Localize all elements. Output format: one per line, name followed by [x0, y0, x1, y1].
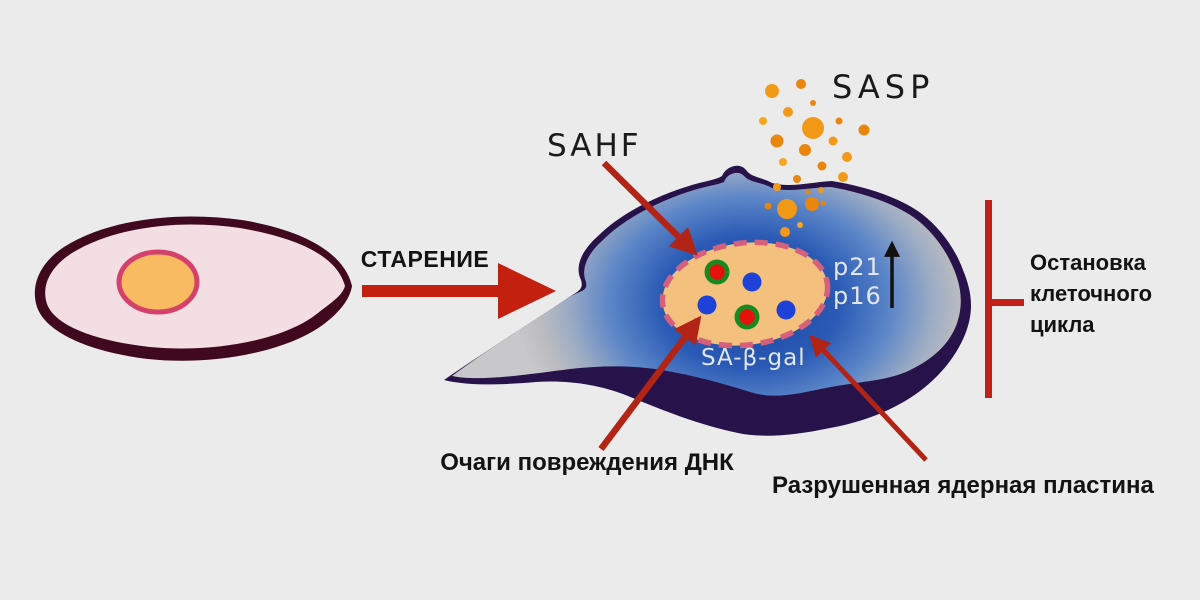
- sasp-dot: [796, 79, 806, 89]
- sasp-dot: [810, 100, 816, 106]
- p16-label: p16: [833, 282, 882, 310]
- sasp-dot: [820, 200, 826, 206]
- sasp-dot: [780, 227, 790, 237]
- sasp-label: SASP: [832, 68, 935, 106]
- sasp-dot: [764, 202, 772, 210]
- cycle-arrest-line-3: цикла: [1030, 312, 1095, 337]
- sasp-dot: [797, 222, 803, 228]
- nuclear-lamina-label: Разрушенная ядерная пластина: [772, 472, 1154, 499]
- sahf-focus-core: [739, 309, 755, 325]
- sasp-dot: [838, 172, 848, 182]
- senescent-nucleus: [659, 239, 831, 349]
- dna-damage-label: Очаги повреждения ДНК: [440, 449, 734, 476]
- nuclear-lamina-arrow: [809, 334, 928, 462]
- sasp-dot: [842, 152, 852, 162]
- dna-damage-focus: [742, 272, 762, 292]
- nucleus-dots: [697, 259, 796, 330]
- cycle-arrest-bracket: [985, 200, 1024, 398]
- sasp-dot: [779, 158, 787, 166]
- sasp-dot: [817, 161, 827, 171]
- sasp-dot: [777, 199, 797, 219]
- sasp-dot: [765, 84, 779, 98]
- cycle-arrest-label: Остановка клеточного цикла: [1030, 247, 1152, 340]
- sasp-dots: [759, 79, 870, 237]
- sasp-dot: [759, 117, 767, 125]
- sahf-focus-core: [709, 264, 725, 280]
- sasp-dot: [858, 124, 870, 136]
- sasp-dot: [783, 107, 793, 117]
- sasp-dot: [802, 117, 824, 139]
- sasp-dot: [773, 183, 781, 191]
- dna-damage-focus: [697, 295, 717, 315]
- dna-damage-arrow: [598, 315, 702, 451]
- sasp-dot: [770, 134, 784, 148]
- sasp-dot: [805, 197, 819, 211]
- dna-damage-focus: [776, 300, 796, 320]
- aging-arrow: [362, 263, 556, 319]
- sasp-dot: [793, 175, 801, 183]
- healthy-cell: [34, 216, 353, 361]
- healthy-nucleus: [116, 249, 200, 315]
- sa-beta-gal-label: SA-β-gal: [701, 345, 806, 371]
- sahf-arrow: [601, 160, 698, 256]
- sahf-label: SAHF: [547, 128, 642, 164]
- aging-label: СТАРЕНИЕ: [360, 246, 490, 272]
- sasp-dot: [835, 117, 843, 125]
- sasp-dot: [818, 187, 824, 193]
- sasp-dot: [805, 189, 811, 195]
- sasp-dot: [828, 136, 838, 146]
- cycle-arrest-line-1: Остановка: [1030, 250, 1146, 275]
- p21-label: p21: [833, 253, 882, 281]
- cycle-arrest-line-2: клеточного: [1030, 281, 1153, 306]
- sasp-dot: [799, 144, 811, 156]
